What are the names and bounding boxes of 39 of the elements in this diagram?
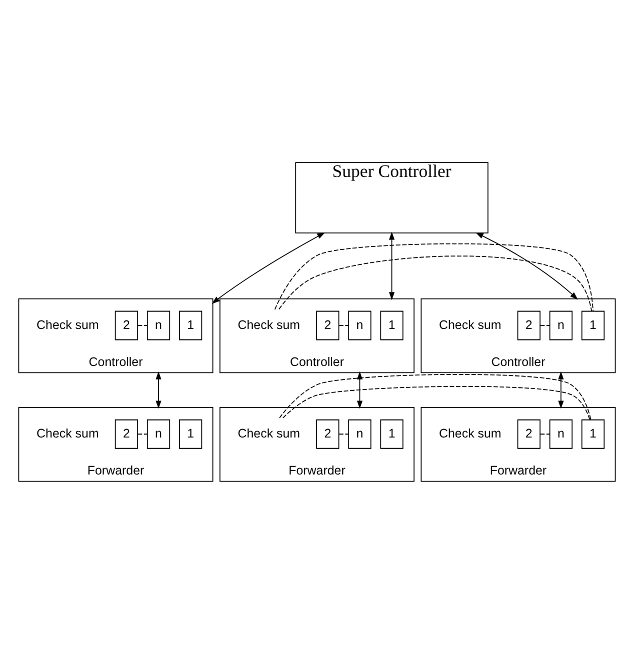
- node-text: Check sum: [438, 318, 502, 332]
- node-box: n: [549, 310, 573, 340]
- node-text: Check sum: [36, 426, 99, 440]
- node-text: Check sum: [238, 426, 300, 440]
- node-box: 2: [517, 419, 540, 449]
- node-box: 2: [114, 419, 138, 449]
- arrow: [356, 371, 363, 409]
- arrow: [388, 232, 395, 300]
- connector: [338, 325, 349, 326]
- node-box: 1: [380, 419, 404, 449]
- arrow: [475, 232, 578, 300]
- node-box: 1: [179, 419, 202, 449]
- node-box: Super Controller: [295, 162, 488, 234]
- node-box: n: [549, 419, 573, 449]
- arrow: [156, 371, 162, 409]
- node-box: 2: [316, 310, 340, 340]
- connector: [274, 243, 594, 312]
- connector: [279, 374, 592, 420]
- node-box: 1: [581, 419, 605, 449]
- node-box: 1: [179, 310, 202, 340]
- connector: [338, 434, 349, 435]
- node-box: 2: [114, 310, 138, 340]
- arrow: [212, 232, 326, 304]
- node-box: 2: [316, 419, 340, 449]
- node-text: Check sum: [438, 426, 502, 440]
- node-box: 1: [581, 310, 605, 340]
- node-box: n: [348, 310, 372, 340]
- arrow: [558, 371, 564, 409]
- connector: [540, 325, 550, 326]
- node-text: Check sum: [36, 318, 99, 332]
- node-box: 2: [517, 310, 540, 340]
- connector: [137, 325, 148, 326]
- connector: [540, 434, 550, 435]
- connector: [137, 434, 148, 435]
- node-text: Check sum: [238, 318, 300, 332]
- node-box: n: [146, 419, 170, 449]
- node-box: n: [146, 310, 170, 340]
- node-box: n: [348, 419, 372, 449]
- node-box: 1: [380, 310, 404, 340]
